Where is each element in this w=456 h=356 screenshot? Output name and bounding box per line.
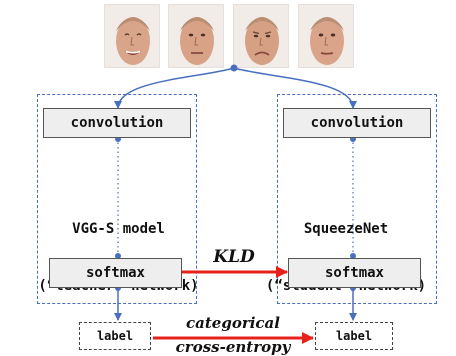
- face-image-4: [298, 4, 354, 68]
- student-softmax-node: softmax: [288, 258, 421, 288]
- teacher-model-title: VGG-S model: [72, 221, 165, 237]
- student-label-node: label: [315, 322, 393, 350]
- student-convolution-node: convolution: [283, 108, 431, 138]
- teacher-softmax-node: softmax: [49, 258, 182, 288]
- student-model-name: SqueezeNet (“student” network): [236, 182, 456, 315]
- teacher-network-box: [37, 94, 197, 304]
- teacher-label-node: label: [79, 322, 151, 350]
- kld-label: KLD: [213, 247, 255, 267]
- cross-entropy-label: cross-entropy: [175, 338, 291, 356]
- student-model-title: SqueezeNet: [303, 221, 389, 237]
- student-softmax-dot: [350, 253, 356, 259]
- face-image-2: [168, 4, 224, 68]
- face-image-1: [104, 4, 160, 68]
- input-to-teacher-arrow: [114, 67, 235, 109]
- teacher-convolution-node: convolution: [43, 108, 191, 138]
- input-to-student-arrow: [233, 67, 357, 109]
- student-network-box: [277, 94, 437, 304]
- teacher-softmax-dot: [115, 253, 121, 259]
- face-image-3: [233, 4, 289, 68]
- categorical-label: categorical: [186, 314, 280, 332]
